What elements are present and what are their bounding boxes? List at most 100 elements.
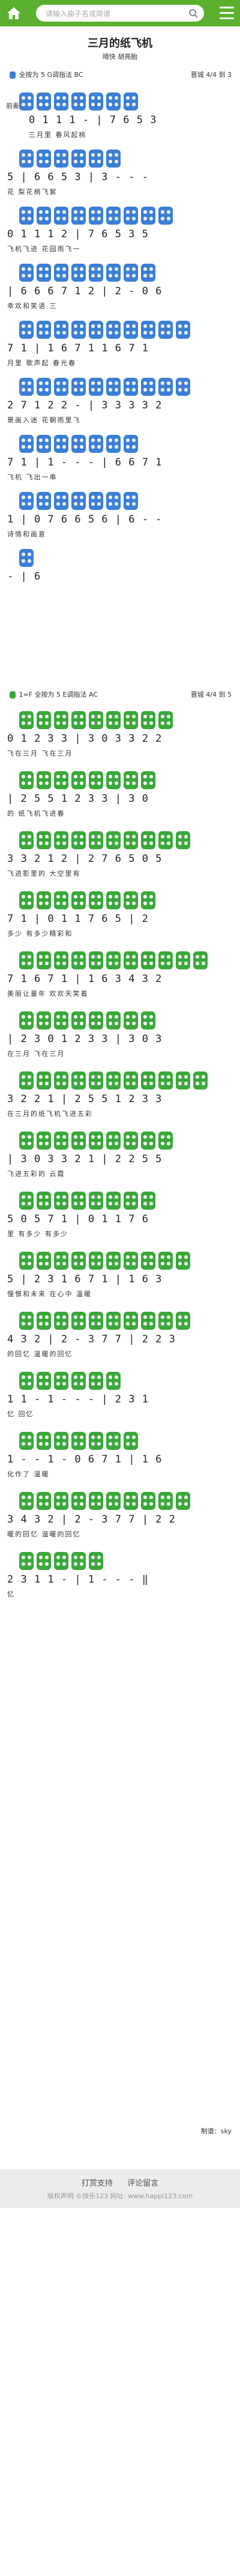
ocarina-fingering-icon [158,207,173,225]
fingering-row [7,1009,233,1031]
notation-text: | 2 3 0 1 2 3 3 | 3 0 3 [7,1033,163,1045]
lyrics-text: 飞在三月 飞在三月 [7,750,73,757]
ocarina-fingering-icon [37,1552,51,1570]
ocarina-fingering-icon [158,831,173,849]
ocarina-fingering-icon [141,891,155,909]
lyrics-text: 化作了 温暖 [7,1470,50,1478]
ocarina-fingering-icon [106,1252,121,1270]
search-icon[interactable] [188,8,198,18]
ocarina-fingering-icon [37,92,51,111]
ocarina-fingering-icon [89,831,103,849]
fingering-row [7,375,233,397]
ocarina-fingering-icon [19,1132,34,1150]
ocarina-fingering-icon [141,951,155,969]
fingering-row [7,1369,233,1391]
ocarina-fingering-icon [37,378,51,396]
ocarina-fingering-icon [19,771,34,789]
lyrics-text: 景画入迷 花朝雨里飞 [7,416,81,424]
comment-button[interactable]: 评论留言 [127,2179,159,2188]
fingering-row [7,1309,233,1331]
ocarina-fingering-icon [124,1432,138,1450]
ocarina-fingering-icon [54,378,68,396]
ocarina-fingering-icon [71,92,86,111]
ocarina-fingering-icon [106,92,121,111]
ocarina-fingering-icon [89,711,103,729]
ocarina-fingering-icon [89,1432,103,1450]
ocarina-fingering-icon [158,378,173,396]
ocarina-fingering-icon [37,1011,51,1029]
ocarina-fingering-icon [106,1432,121,1450]
ocarina-fingering-icon [89,207,103,225]
ocarina-fingering-icon [54,1552,68,1570]
ocarina-fingering-icon [124,711,138,729]
ocarina-fingering-icon [124,264,138,282]
ocarina-fingering-icon [37,1252,51,1270]
fingering-icon [10,71,16,79]
ocarina-fingering-icon [89,492,103,510]
section2-key: 1=F 全按为 5 E调指法 AC [19,691,98,699]
ocarina-fingering-icon [141,1252,155,1270]
ocarina-fingering-icon [158,1071,173,1089]
ocarina-fingering-icon [19,492,34,510]
ocarina-fingering-icon [37,1372,51,1390]
ocarina-fingering-icon [176,1312,190,1330]
fingering-row [7,949,233,971]
ocarina-fingering-icon [106,711,121,729]
ocarina-fingering-icon [37,435,51,453]
notation-text: 1 | 0 7 6 6 5 6 | 6 - - [7,514,163,526]
ocarina-fingering-icon [141,378,155,396]
ocarina-fingering-icon [54,435,68,453]
donate-button[interactable]: 打赏支持 [81,2179,113,2188]
lyrics-text: 忆 [7,1590,15,1598]
ocarina-fingering-icon [89,891,103,909]
ocarina-fingering-icon [141,207,155,225]
ocarina-fingering-icon [19,264,34,282]
ocarina-fingering-icon [19,1492,34,1510]
ocarina-fingering-icon [19,1011,34,1029]
home-icon[interactable] [6,5,22,21]
ocarina-fingering-icon [89,1071,103,1089]
notation-text: 2 3 1 1 - | 1 - - - ‖ [7,1574,149,1586]
ocarina-fingering-icon [124,92,138,111]
ocarina-fingering-icon [71,1552,86,1570]
ocarina-fingering-icon [158,1492,173,1510]
ocarina-fingering-icon [89,150,103,168]
ocarina-fingering-icon [124,378,138,396]
section1-tempo: 晋城 4/4 到 3 [190,71,232,79]
ocarina-fingering-icon [54,92,68,111]
ocarina-fingering-icon [71,378,86,396]
ocarina-fingering-icon [141,1011,155,1029]
lyrics-text: 月里 歌声起 春光春 [7,359,76,367]
ocarina-fingering-icon [141,1071,155,1089]
search-box[interactable] [36,5,204,23]
ocarina-fingering-icon [89,92,103,111]
menu-icon[interactable] [220,7,234,20]
score-line: 5 | 6 6 5 3 | 3 - - -花 梨花梢飞絮 [7,147,233,204]
ocarina-fingering-icon [141,1132,155,1150]
lyrics-text: 飞机 飞出一串 [7,473,58,481]
ocarina-fingering-icon [54,150,68,168]
lyrics-text: 的回忆 温暖的回忆 [7,1350,73,1358]
ocarina-fingering-icon [89,1132,103,1150]
ocarina-fingering-icon [37,207,51,225]
ocarina-fingering-icon [89,1492,103,1510]
ocarina-fingering-icon [71,711,86,729]
ocarina-fingering-icon [106,492,121,510]
notation-text: - | 6 [7,571,41,583]
search-input[interactable] [44,5,186,23]
ocarina-fingering-icon [89,1312,103,1330]
fingering-row [7,829,233,850]
notation-text: 5 | 6 6 5 3 | 3 - - - [7,171,149,183]
transcriber-sign: 制谱：sky [200,2127,232,2135]
ocarina-fingering-icon [176,1492,190,1510]
lyrics-text: 忆 回忆 [7,1410,34,1418]
ocarina-fingering-icon [106,1492,121,1510]
ocarina-fingering-icon [54,321,68,339]
ocarina-fingering-icon [124,207,138,225]
lyrics-text: 飞进五彩的 云霞 [7,1170,65,1178]
notation-text: | 2 5 5 1 2 3 3 | 3 0 [7,793,149,805]
ocarina-fingering-icon [54,264,68,282]
